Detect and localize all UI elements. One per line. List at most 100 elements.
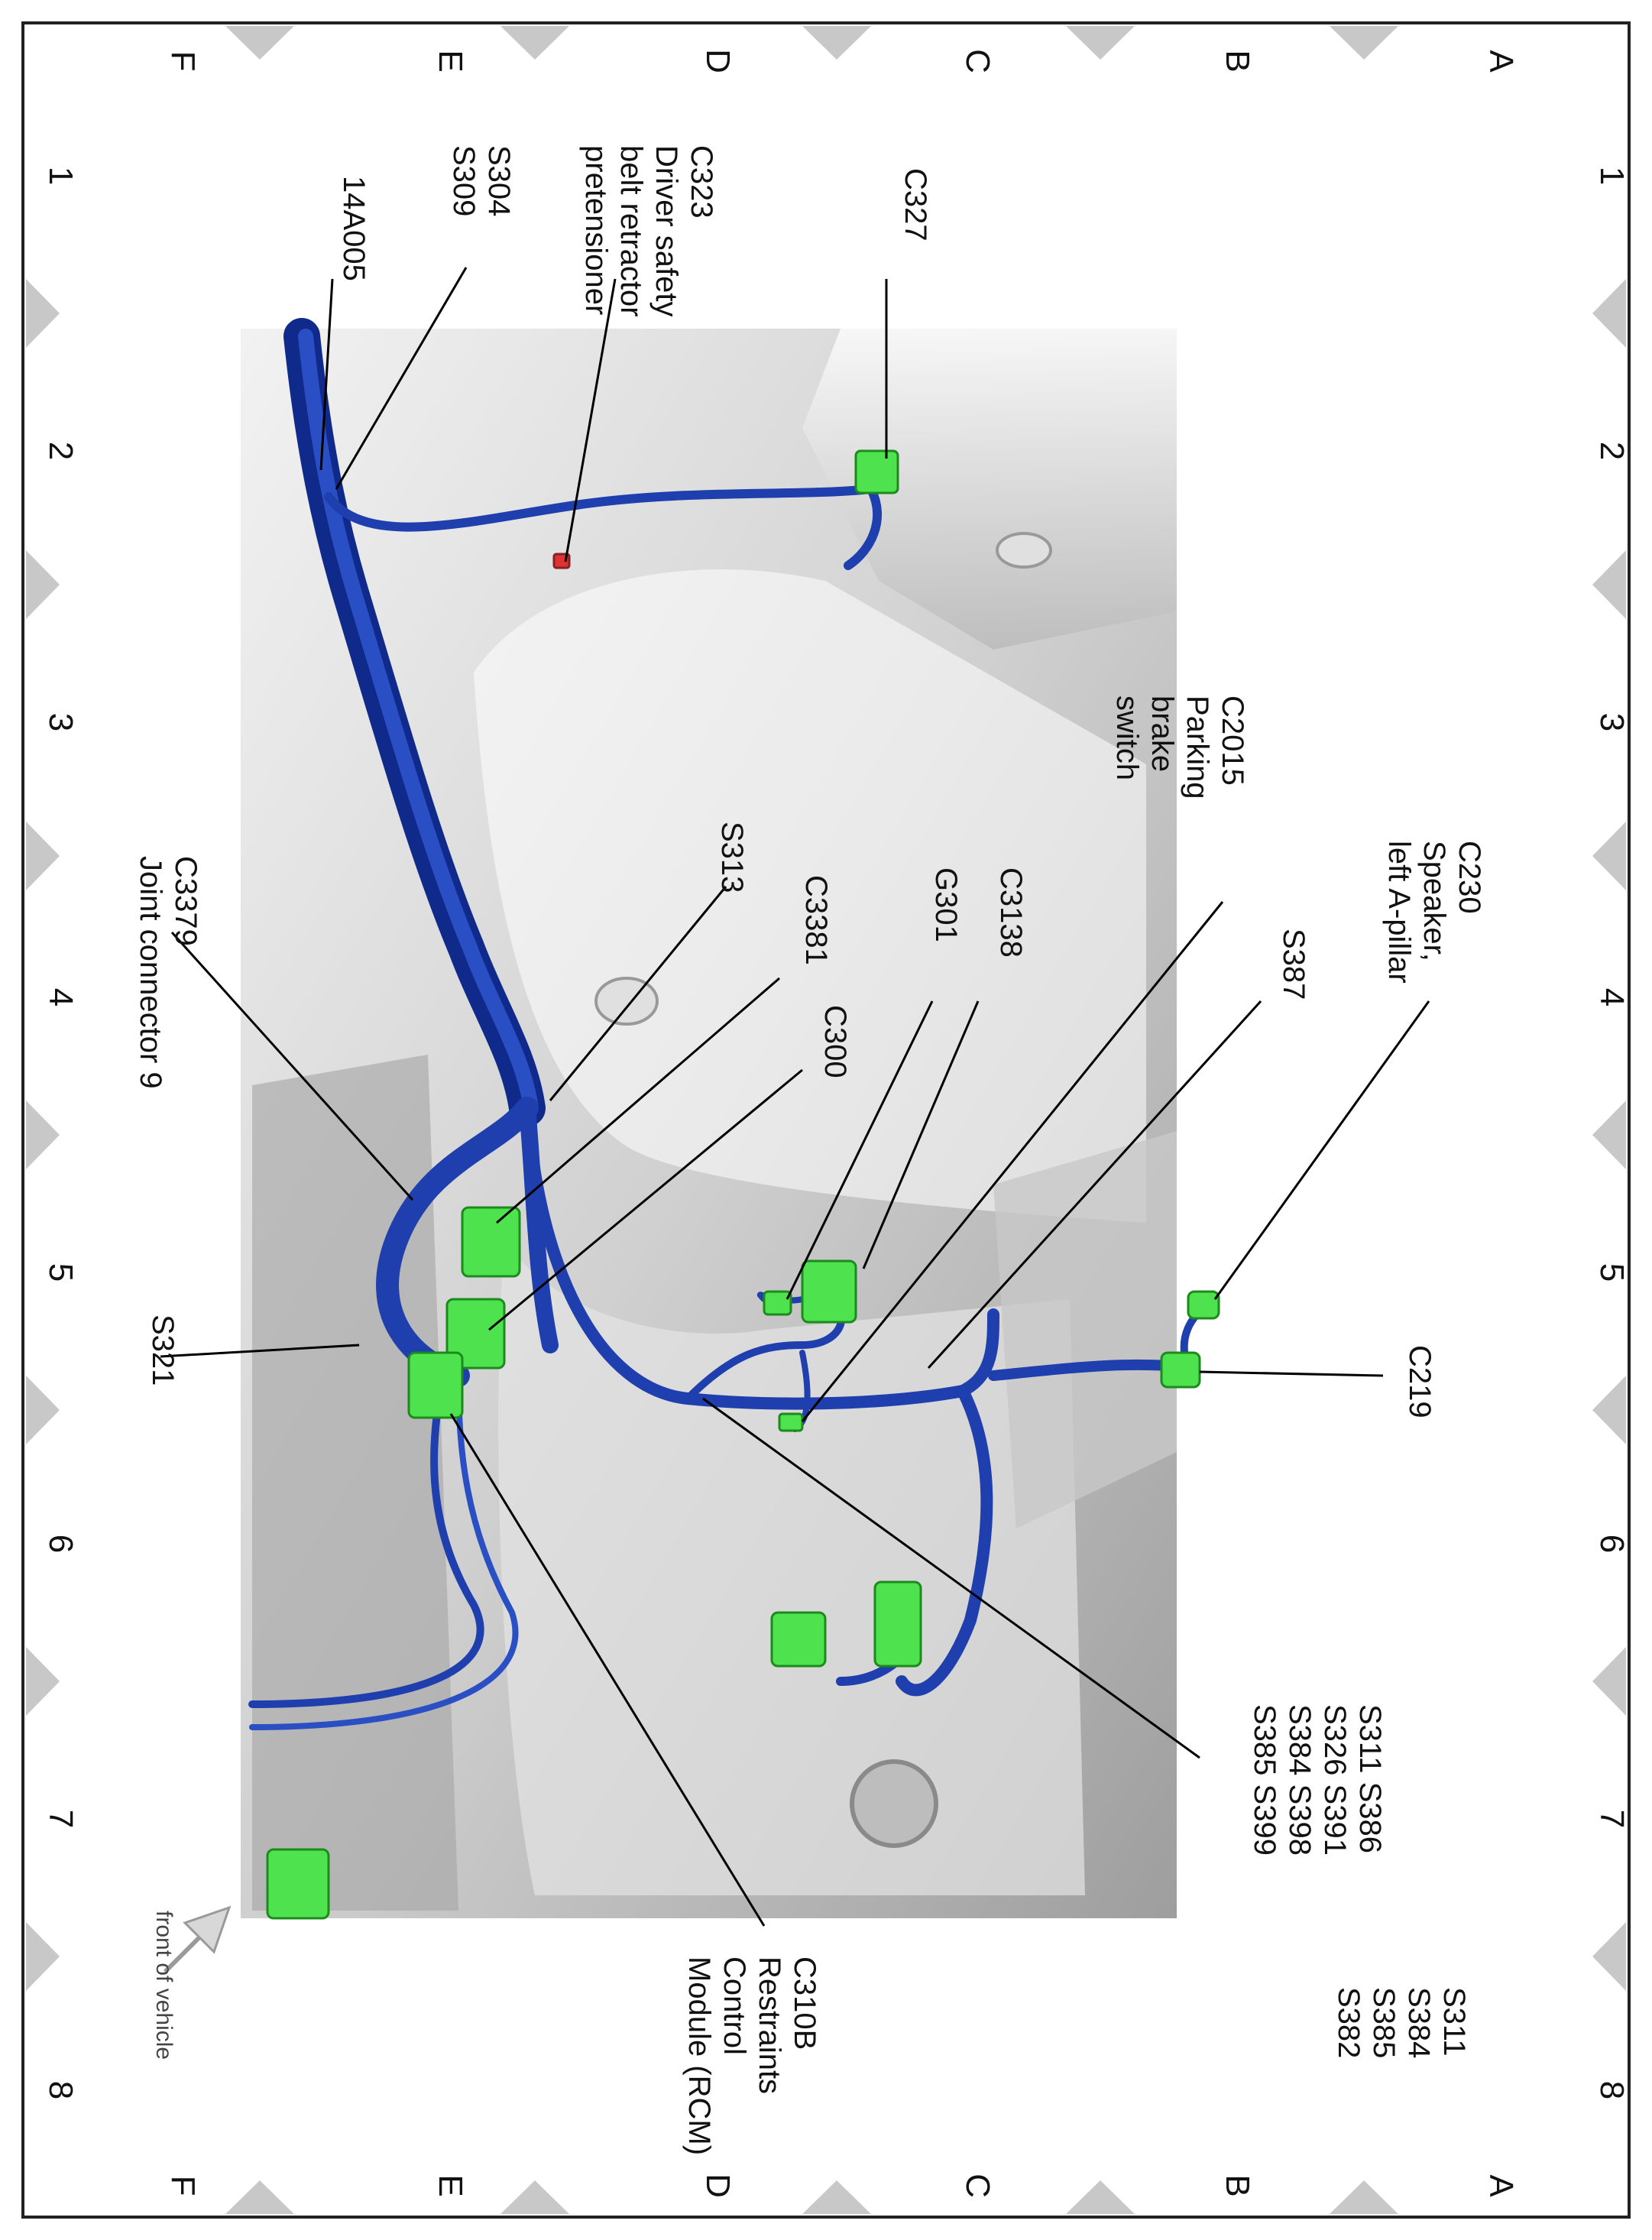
grid-column-label-right: 4 (1593, 988, 1631, 1007)
grid-row-label-bottom: B (1219, 2174, 1256, 2196)
grid-column-label-left: 8 (42, 2081, 79, 2099)
grid-column-label-left: 2 (42, 442, 79, 460)
grid-column-label-right: 7 (1593, 1810, 1631, 1828)
callout-s387: S387 (1277, 929, 1310, 1000)
callout-line: switch (1110, 695, 1144, 780)
callout-line: G301 (929, 867, 963, 942)
callout-c230: C230Speaker,left A-pillar (1382, 841, 1486, 984)
callout-line: S385 (1367, 1987, 1401, 2058)
grid-markers (26, 26, 1626, 2214)
grid-marker-top (500, 26, 569, 60)
callout-line: left A-pillar (1382, 841, 1416, 984)
callout-line: Driver safety (649, 145, 683, 317)
grid-column-label-left: 6 (42, 1535, 79, 1553)
callout-line: S384 S398 (1283, 1704, 1317, 1856)
callout-line: S387 (1277, 929, 1310, 1000)
callout-line: S321 (146, 1315, 180, 1386)
callout-line: S385 S399 (1248, 1704, 1281, 1856)
callout-line: 14A005 (337, 176, 371, 281)
grid-marker-right (1592, 1101, 1626, 1169)
grid-row-label-top: C (959, 49, 996, 73)
grid-marker-left (26, 279, 60, 348)
grid-row-label-top: D (699, 49, 737, 73)
grid-marker-right (1592, 279, 1626, 348)
callout-line: C323 (685, 145, 718, 219)
callout-line: C230 (1453, 841, 1486, 914)
callout-line: S309 (447, 145, 481, 216)
callout-line: Joint connector 9 (134, 856, 167, 1089)
callout-s313: S313 (715, 822, 749, 893)
callout-line: Parking (1181, 695, 1214, 799)
callout-c3379: C3379Joint connector 9 (134, 856, 202, 1089)
grid-column-label-right: 3 (1593, 713, 1631, 731)
callout-c310b: C310BRestraintsControlModule (RCM) (682, 1956, 821, 2155)
callout-line: S384 (1402, 1987, 1436, 2058)
front-of-vehicle-label: front of vehicle (151, 1911, 177, 2060)
grid-row-label-bottom: F (164, 2176, 202, 2196)
grid-marker-left (26, 550, 60, 619)
grid-row-label-bottom: D (699, 2174, 737, 2198)
grid-row-label-top: B (1219, 50, 1256, 72)
callout-splice-group: S311 S386S326 S391S384 S398S385 S399 (1248, 1704, 1387, 1856)
callout-line: S382 (1332, 1987, 1365, 2058)
front-of-vehicle-indicator: front of vehicle (151, 1905, 232, 2060)
grid-marker-bottom (1066, 2180, 1135, 2214)
grid-marker-bottom (500, 2180, 569, 2214)
callout-s321: S321 (146, 1315, 180, 1386)
callout-line: Module (RCM) (682, 1956, 716, 2155)
callout-a14005: 14A005 (337, 176, 371, 281)
callout-line: brake (1145, 695, 1179, 772)
grid-row-label-top: F (164, 51, 202, 72)
grid-row-label-bottom: E (432, 2174, 469, 2196)
grid-marker-right (1592, 822, 1626, 890)
callout-c323: C323Driver safetybelt retractorpretensio… (579, 145, 718, 317)
grid-marker-bottom (1330, 2180, 1398, 2214)
grid-row-label-top: A (1482, 50, 1520, 73)
grid-column-label-right: 8 (1593, 2081, 1631, 2099)
grid-row-label-top: E (432, 50, 469, 72)
callout-c327: C327 (899, 168, 932, 242)
callout-line: S304 (482, 145, 516, 216)
callout-line: C3381 (799, 875, 833, 965)
grid-column-label-left: 5 (42, 1263, 79, 1282)
leader-lines (160, 267, 1430, 1927)
callout-line: C300 (818, 1005, 852, 1078)
grid-marker-right (1592, 1647, 1626, 1716)
callout-g301: G301 (929, 867, 963, 942)
front-arrow-icon (163, 1905, 232, 1974)
grid-marker-top (1066, 26, 1135, 60)
callout-line: S313 (715, 822, 749, 893)
grid-marker-left (26, 1101, 60, 1169)
callout-c3138: C3138 (994, 867, 1028, 958)
grid-column-label-right: 2 (1593, 442, 1631, 460)
grid-marker-top (1330, 26, 1398, 60)
callout-line: Control (717, 1956, 751, 2055)
callout-line: C219 (1403, 1345, 1437, 1418)
wiring-harness (248, 318, 1211, 1730)
grid-column-label-right: 6 (1593, 1535, 1631, 1553)
callout-c219: C219 (1403, 1345, 1437, 1418)
grid-column-label-right: 5 (1593, 1263, 1631, 1282)
callout-line: pretensioner (579, 145, 613, 315)
callout-c2015: C2015Parkingbrakeswitch (1110, 695, 1249, 799)
callout-line: C2015 (1216, 695, 1249, 786)
callout-c300: C300 (818, 1005, 852, 1078)
callout-c3381: C3381 (799, 875, 833, 965)
callout-labels: C230Speaker,left A-pillar C2015Parkingbra… (134, 145, 1486, 2155)
callout-s304-s309: S304S309 (447, 145, 516, 216)
grid-marker-top (802, 26, 871, 60)
callout-line: Speaker, (1417, 841, 1451, 961)
callout-line: C3379 (169, 856, 202, 946)
callout-line: S311 S386 (1353, 1704, 1387, 1853)
grid-marker-right (1592, 1376, 1626, 1444)
grid-marker-left (26, 1647, 60, 1716)
callout-line: C310B (788, 1956, 821, 2050)
grid-marker-left (26, 1922, 60, 1991)
grid-marker-left (26, 1376, 60, 1444)
callout-inset-group: S311S384S385S382 (1332, 1987, 1471, 2058)
vehicle-body-illustration (241, 329, 1177, 1918)
grid-column-label-left: 3 (42, 713, 79, 731)
